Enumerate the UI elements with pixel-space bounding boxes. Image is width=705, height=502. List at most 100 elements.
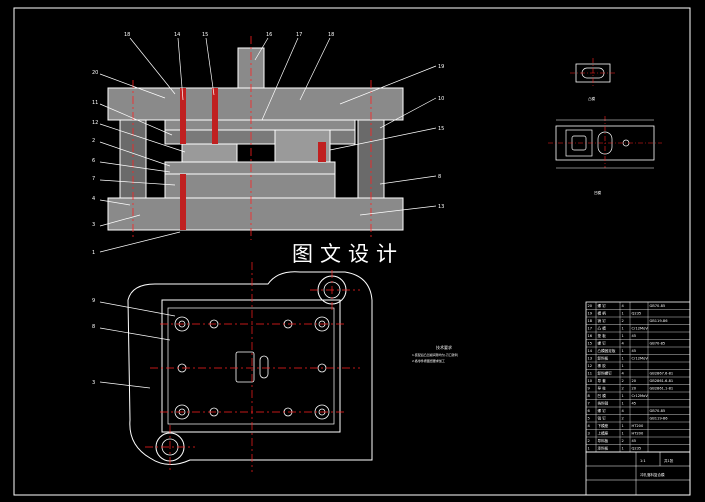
bom-cell: 1 — [622, 357, 624, 361]
bom-cell: Q235 — [632, 312, 642, 316]
bom-cell: Cr12MoV — [632, 394, 649, 398]
bom-cell: 10 — [588, 379, 593, 383]
bom-cell: 1 — [622, 364, 624, 368]
bom-cell: 2 — [622, 387, 624, 391]
callout: 18 — [328, 32, 334, 38]
bom-cell: 11 — [588, 372, 593, 376]
bom-cell: HT200 — [632, 424, 644, 428]
plan-view: 9 8 3 — [92, 262, 373, 472]
rubber-block-left — [181, 143, 238, 163]
bom-cell: HT200 — [632, 432, 644, 436]
watermark-text: 图文设计 — [292, 242, 404, 266]
lower-die-base — [107, 197, 404, 231]
bom-cell: 销 钉 — [598, 318, 607, 323]
bom-cell: 3 — [588, 432, 590, 436]
screw-left — [180, 88, 186, 144]
pin-left — [212, 88, 218, 144]
sheet-frame — [13, 7, 691, 496]
bom-cell: 卸料板 — [598, 356, 609, 361]
bom-cell: 1 — [588, 447, 590, 451]
bom-cell: 1 — [622, 402, 624, 406]
bom-cell: 2 — [622, 379, 624, 383]
bom-cell: 1 — [622, 327, 624, 331]
detail-label: 凹模 — [594, 190, 602, 195]
bom-cell: 螺 钉 — [598, 341, 607, 346]
title-sheet: 共1张 — [664, 458, 674, 463]
workpiece-slot — [235, 351, 255, 383]
bom-cell: 9 — [588, 387, 591, 391]
bom-cell: 挡料销 — [598, 401, 609, 406]
bom-cell: 1 — [622, 312, 624, 316]
bom-cell: 4 — [622, 342, 625, 346]
bom-cell: 1 — [622, 432, 624, 436]
leader-lines — [99, 37, 437, 253]
backing-plate — [164, 119, 356, 131]
callout: 15 — [202, 32, 208, 38]
callout: 13 — [438, 204, 444, 210]
bom-cell: 螺 钉 — [598, 408, 607, 413]
bom-cell: 上模座 — [598, 431, 609, 436]
bom-cell: 2 — [588, 439, 590, 443]
callout: 3 — [92, 222, 95, 228]
plan-leaders — [99, 301, 176, 389]
callout: 16 — [266, 32, 272, 38]
bom-cell: 12 — [588, 364, 593, 368]
bom-cell: 45 — [632, 402, 637, 406]
title-block: 1:1 共1张 冲孔落料复合模 — [585, 451, 691, 496]
bom-cell: 橡 胶 — [598, 363, 607, 368]
bom-cell: GB119-86 — [650, 319, 669, 323]
callouts: 20 11 12 2 6 7 4 3 1 18 14 15 16 17 18 1… — [92, 32, 444, 256]
bom-cell: 7 — [588, 402, 590, 406]
bom-cell: 13 — [588, 357, 593, 361]
bom-cell: 1 — [622, 349, 624, 353]
callout: 15 — [438, 126, 444, 132]
die-outline — [161, 299, 341, 433]
bom-cell: Cr12MoV — [632, 327, 649, 331]
section-view: 20 11 12 2 6 7 4 3 1 18 14 15 16 17 18 1… — [92, 32, 444, 256]
plan-callouts: 9 8 3 — [92, 298, 95, 386]
title-scale: 1:1 — [640, 459, 646, 463]
note-line: 2.各零件按图纸要求加工 — [412, 358, 445, 363]
bom-cell: 16 — [588, 334, 593, 338]
callout: 10 — [438, 96, 444, 102]
bom-cell: 下模座 — [598, 423, 609, 428]
callout: 17 — [296, 32, 302, 38]
bom-cell: 导料板 — [598, 438, 609, 443]
bom-cell: 20 — [632, 387, 637, 391]
bom-cell: 2 — [622, 417, 624, 421]
bom-cell: 20 — [632, 379, 637, 383]
bom-cell: 1 — [622, 394, 624, 398]
bom-cell: GB70-85 — [650, 342, 666, 346]
bom-cell: GB2867.6-81 — [650, 372, 674, 376]
bom-cell: 销 钉 — [598, 416, 607, 421]
stripper-plate — [164, 161, 336, 175]
bom-cell: 模 柄 — [598, 311, 607, 316]
bom-cell: 19 — [588, 312, 593, 316]
note-line: 1.装配后凸凹模间隙均匀,刃口锋利 — [412, 352, 458, 357]
bom-cell: 17 — [588, 327, 593, 331]
bom-cell: 6 — [588, 409, 591, 413]
callout: 9 — [92, 298, 95, 304]
die-plate — [164, 173, 336, 199]
bom-cell: 承料板 — [598, 446, 609, 451]
bom-cell: 4 — [588, 424, 591, 428]
detail-die: 凹模 — [548, 116, 662, 195]
technical-notes: 技术要求 1.装配后凸凹模间隙均匀,刃口锋利 2.各零件按图纸要求加工 — [412, 344, 458, 363]
bom-cell: 1 — [622, 447, 624, 451]
callout: 11 — [92, 100, 98, 106]
bom-cell: 垫 板 — [598, 333, 607, 338]
bom-cell: 导 套 — [598, 378, 607, 383]
title-name: 冲孔落料复合模 — [640, 472, 665, 477]
callout: 6 — [92, 158, 95, 164]
bom-cell: 18 — [588, 319, 593, 323]
bom-cell: 4 — [622, 304, 625, 308]
bom-cell: 1 — [622, 334, 624, 338]
bom-cell: 2 — [622, 439, 624, 443]
bom-cell: 15 — [588, 342, 593, 346]
screw-right — [318, 142, 326, 162]
detail-label: 凸模 — [588, 96, 596, 101]
bom-cell: 2 — [622, 319, 624, 323]
